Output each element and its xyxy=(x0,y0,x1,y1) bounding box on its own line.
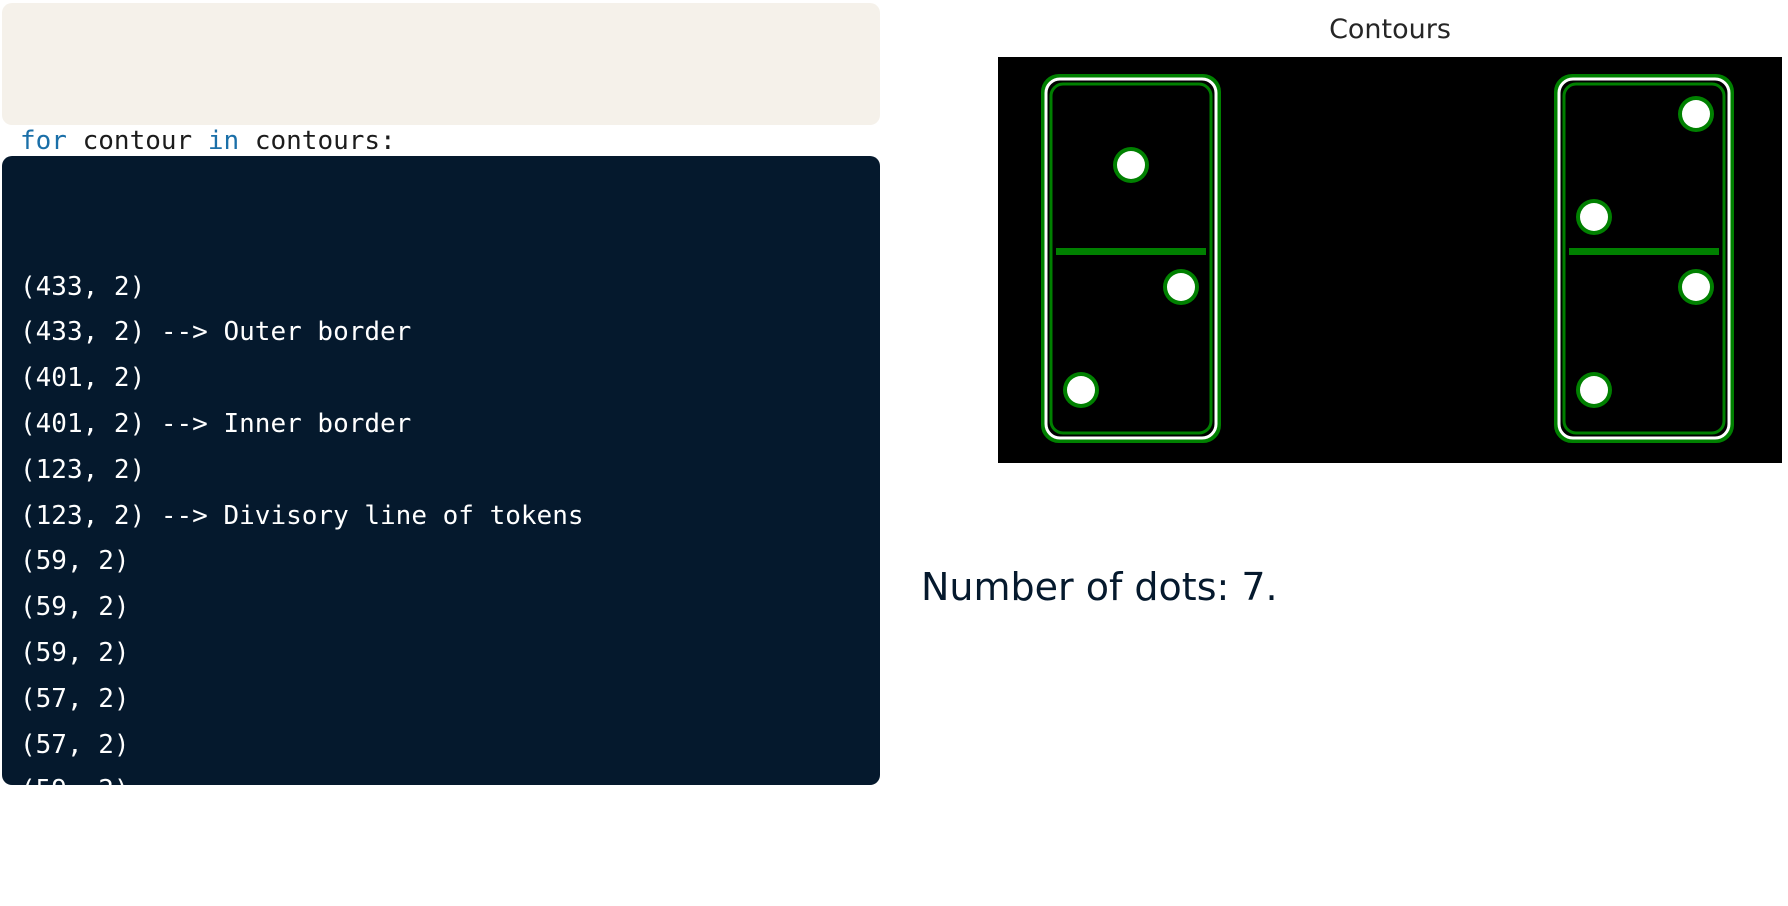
dot xyxy=(1167,273,1195,301)
figure-title: Contours xyxy=(1329,14,1451,45)
code-token-keyword: for xyxy=(20,126,67,156)
contours-image xyxy=(1041,74,1734,443)
outer-border-contour xyxy=(1041,74,1221,443)
output-line: (59, 2) --> Dots xyxy=(20,821,271,852)
divisory-line xyxy=(1569,248,1719,255)
inner-border-contour xyxy=(1562,82,1726,435)
output-line: (57, 2) xyxy=(20,683,130,714)
output-line: (401, 2) xyxy=(20,363,146,394)
output-line: (59, 2) xyxy=(20,775,130,806)
outer-border-contour xyxy=(1554,74,1734,443)
output-line: (123, 2) --> Divisory line of tokens xyxy=(20,500,584,531)
output-line: (59, 2) xyxy=(20,637,130,668)
output-line: (433, 2) --> Outer border xyxy=(20,317,412,348)
dot xyxy=(1580,376,1608,404)
output-line: (401, 2) --> Inner border xyxy=(20,408,412,439)
contours-figure xyxy=(998,57,1782,463)
right-domino xyxy=(1554,74,1734,443)
code-token-keyword: in xyxy=(207,126,240,156)
outer-border xyxy=(1044,77,1218,440)
output-line: (59, 2) xyxy=(20,546,130,577)
dot xyxy=(1580,203,1608,231)
left-domino xyxy=(1041,74,1221,443)
output-cell: (433, 2) (433, 2) --> Outer border (401, 2… xyxy=(2,156,880,851)
output-lines: (433, 2) (433, 2) --> Outer border (401, 2… xyxy=(20,265,880,860)
code-cell[interactable]: for contour in contours: print(contour.s… xyxy=(2,3,880,204)
code-token-plain: contours: xyxy=(239,126,396,156)
output-line: (57, 2) xyxy=(20,729,130,760)
dot-count-text: Number of dots: 7. xyxy=(921,565,1278,609)
output-line: (433, 2) xyxy=(20,271,146,302)
dot xyxy=(1117,151,1145,179)
divisory-line xyxy=(1056,248,1206,255)
dot xyxy=(1067,376,1095,404)
dot xyxy=(1682,273,1710,301)
code-token-plain: contour xyxy=(66,126,208,156)
output-line: (59, 2) xyxy=(20,592,130,623)
output-line: (123, 2) xyxy=(20,454,146,485)
dot xyxy=(1682,100,1710,128)
outer-border xyxy=(1557,77,1731,440)
code-line: for contour in contours: xyxy=(20,117,880,165)
inner-border-contour xyxy=(1049,82,1213,435)
